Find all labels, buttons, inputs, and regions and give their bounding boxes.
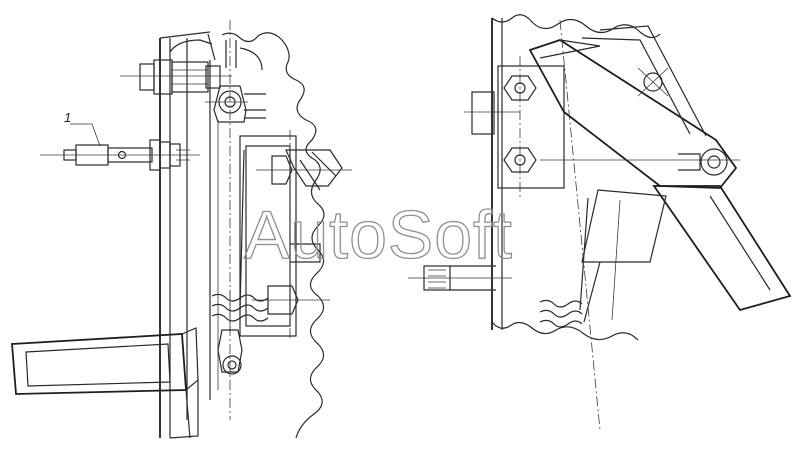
right-centerline	[559, 19, 601, 431]
pivot-eyelet-bottom	[217, 329, 243, 375]
lower-spring	[211, 290, 269, 330]
lever-arm	[528, 39, 740, 189]
lever-hole	[637, 67, 669, 97]
callout-label-1: 1	[64, 110, 71, 125]
pivot-eyelet-top	[205, 20, 266, 420]
watermark-text: AutoSoft	[244, 197, 513, 273]
top-bolt	[120, 59, 232, 95]
frame-bracket	[159, 31, 219, 439]
bolted-bracket	[464, 56, 565, 200]
right-spring	[539, 299, 583, 328]
break-line	[221, 32, 325, 439]
sensor-switch	[40, 139, 200, 171]
break-line-bottom	[491, 321, 639, 341]
pedal-pad	[11, 327, 199, 439]
lower-tube	[579, 189, 667, 323]
left-view: 1	[11, 20, 352, 439]
pedal-arm	[581, 25, 792, 312]
section-insert	[408, 265, 512, 291]
break-line-top	[491, 14, 661, 39]
middle-housing	[239, 130, 352, 340]
callout-1: 1	[64, 110, 101, 147]
right-view	[408, 14, 792, 431]
